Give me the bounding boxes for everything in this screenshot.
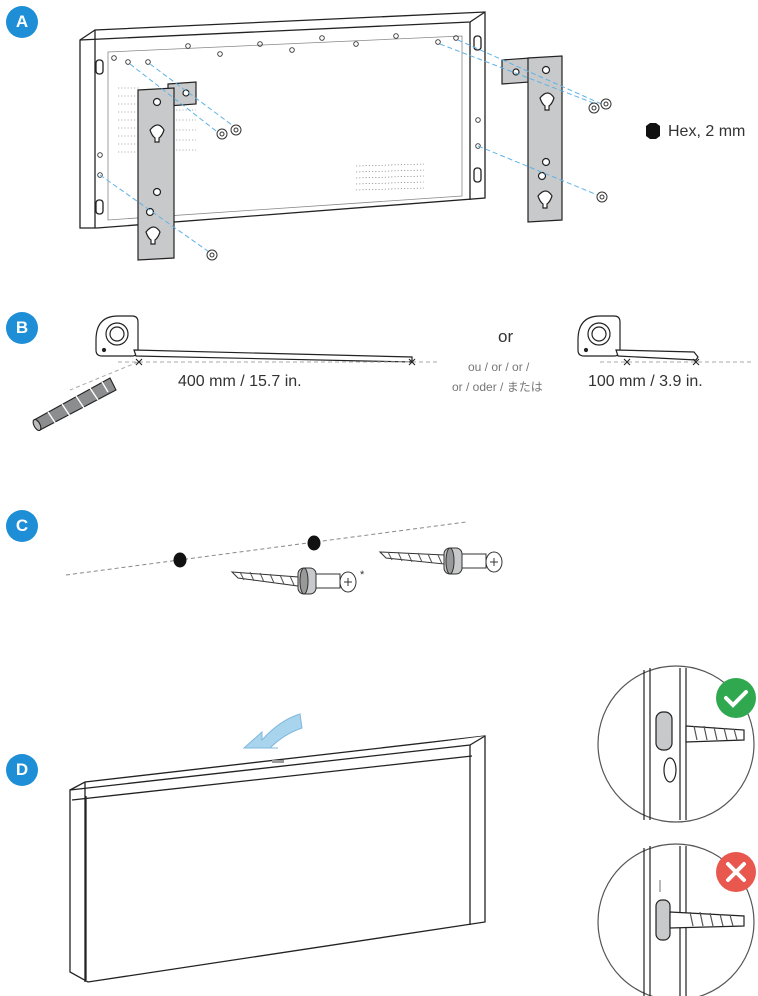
measure-baselines: [69, 361, 752, 391]
step-badge-a: A: [6, 6, 38, 38]
or-translations-line2: or / oder / または: [452, 380, 543, 394]
hex-icon: [646, 123, 660, 139]
tape-measure-right: [577, 315, 699, 361]
device-front: [69, 735, 486, 983]
step-badge-c: C: [6, 510, 38, 542]
wall-screw-left: [230, 567, 357, 595]
tape-measure-left: [95, 315, 413, 363]
or-label: or: [498, 327, 514, 346]
check-icon: [716, 678, 756, 718]
panel-screw-holes: [97, 33, 481, 178]
loose-screws: [206, 98, 612, 261]
wall-guide-line: [65, 521, 467, 576]
left-bracket: [137, 81, 197, 261]
detail-incorrect: [597, 843, 756, 996]
drill-hole-right: [307, 535, 321, 551]
right-bracket: [501, 55, 563, 223]
mark-crosses: [135, 358, 700, 366]
distance-label-a: 400 mm / 15.7 in.: [178, 373, 302, 390]
step-badge-b: B: [6, 312, 38, 344]
distance-label-b: 100 mm / 3.9 in.: [588, 373, 703, 390]
device-back-panel: [79, 11, 486, 229]
wall-screw-right: [378, 547, 503, 575]
drill-bit: [32, 377, 117, 432]
drill-hole-left: [173, 552, 187, 568]
hex-key-label: Hex, 2 mm: [668, 123, 746, 140]
screw-note-mark: *: [360, 569, 365, 581]
or-translations-line1: ou / or / or /: [468, 360, 530, 374]
step-badge-d: D: [6, 754, 38, 786]
lift-arrow: [242, 713, 303, 749]
detail-correct: [597, 665, 756, 823]
screw-guide-lines: [99, 39, 607, 255]
